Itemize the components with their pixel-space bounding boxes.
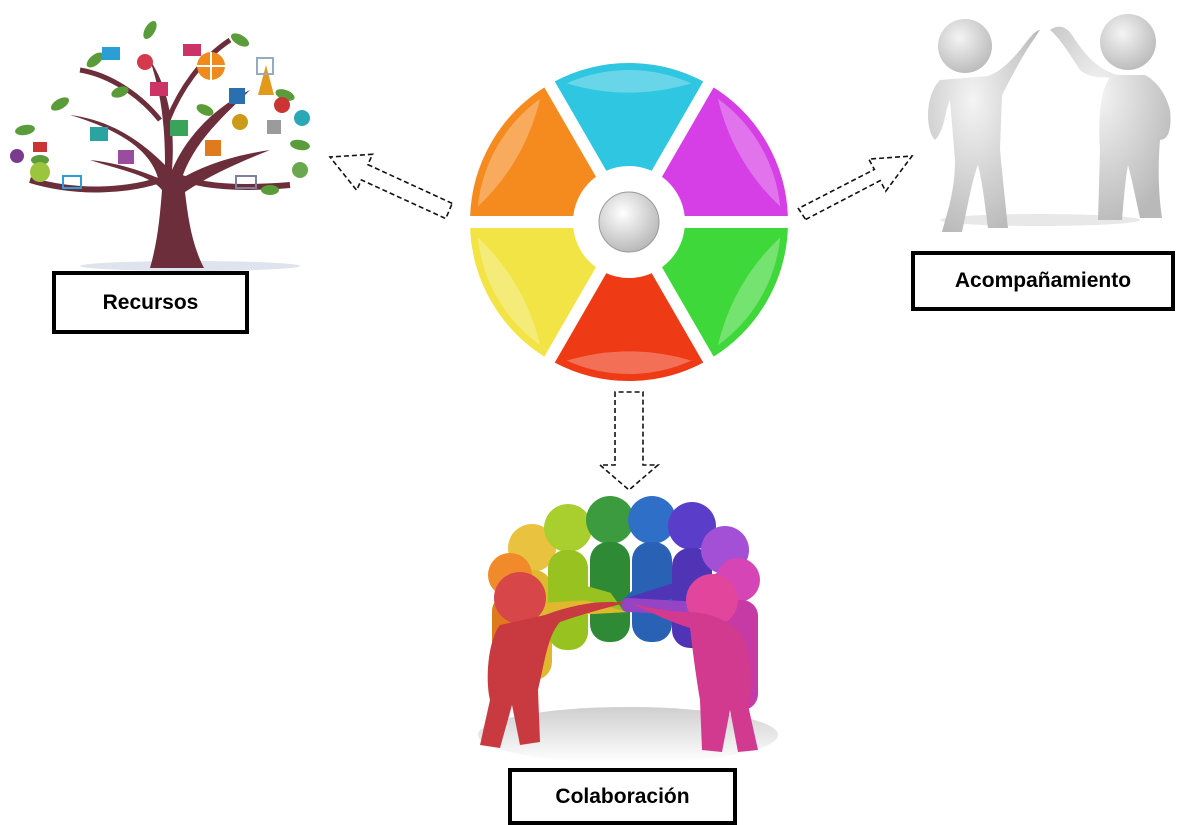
wheel-segment-highlight [566, 70, 692, 93]
collaboration-label-box: Colaboración [508, 768, 737, 825]
wheel-segment-red [551, 270, 707, 383]
resources-label-box: Recursos [52, 271, 249, 334]
wheel-segment-highlight [717, 98, 781, 207]
wheel-segment-cyan [551, 61, 707, 174]
arrow-to-resources [328, 153, 454, 220]
wheel-segment-yellow [468, 225, 599, 360]
resources-label: Recursos [102, 290, 199, 314]
high-five-figures-illustration [928, 14, 1171, 232]
wheel-segment-magenta [659, 84, 790, 219]
arrow-to-accompaniment [797, 155, 914, 221]
collaboration-group-illustration [478, 496, 778, 763]
wheel-segment-highlight [717, 237, 781, 346]
wheel-segment-highlight [566, 351, 692, 375]
arrow-to-collaboration [597, 391, 661, 492]
wheel-center-circle [598, 191, 660, 253]
wheel-segment-highlight [477, 98, 541, 207]
accompaniment-label-box: Acompañamiento [911, 251, 1175, 311]
wheel-segment-highlight [477, 237, 541, 346]
collaboration-label: Colaboración [555, 784, 690, 808]
resources-tree-illustration [10, 20, 310, 271]
color-wheel [468, 61, 790, 383]
accompaniment-label: Acompañamiento [954, 269, 1132, 292]
wheel-segment-green [659, 225, 790, 360]
wheel-segment-orange [468, 84, 599, 219]
